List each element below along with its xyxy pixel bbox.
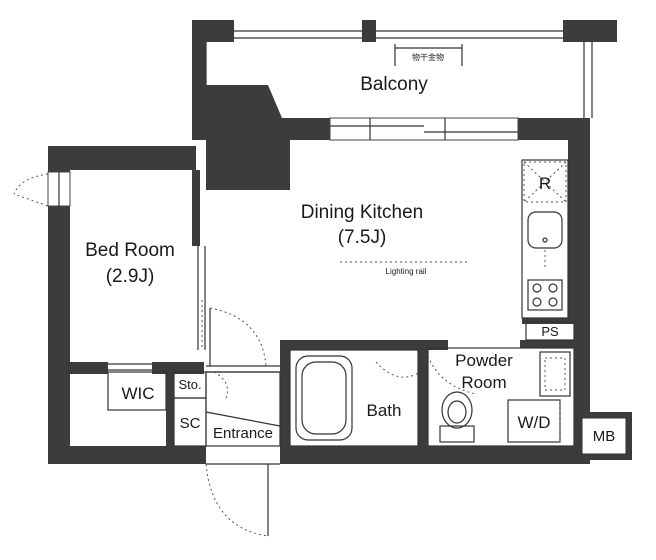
walk-in-closet: WIC xyxy=(107,363,167,411)
balcony-post-mid xyxy=(362,20,376,42)
entrance-area: Sto. SC Entrance xyxy=(173,307,281,537)
kitchen-counter: R xyxy=(521,159,569,319)
meter-box: MB xyxy=(576,412,632,460)
powder-room: Powder Room W/D xyxy=(427,347,575,447)
refrigerator xyxy=(523,161,567,203)
bath-west-wall xyxy=(280,340,290,452)
bedroom-south-wall-b xyxy=(152,362,204,374)
ps-top-wall xyxy=(522,318,576,324)
kitchen-back-wall xyxy=(568,140,576,320)
stove-icon xyxy=(527,279,563,311)
ps-label: PS xyxy=(541,324,559,339)
east-wall xyxy=(574,118,590,460)
powder-room-label-2: Room xyxy=(461,373,506,392)
refrigerator-label: R xyxy=(539,174,551,193)
bedroom-north-wall xyxy=(48,146,196,170)
balcony-sliding-window xyxy=(329,117,519,141)
bedroom-partition xyxy=(192,170,200,246)
powder-north-wall xyxy=(520,340,576,348)
pipe-space: PS xyxy=(525,321,575,341)
bed-room: Bed Room (2.9J) xyxy=(13,171,206,350)
bed-room-label: Bed Room xyxy=(85,240,175,261)
balcony-post-right xyxy=(563,20,617,42)
bathtub xyxy=(295,355,353,441)
south-wall-right xyxy=(280,446,590,464)
bathroom: Bath xyxy=(289,349,421,447)
entrance-door-swing xyxy=(205,463,269,537)
washer-dryer-label: W/D xyxy=(517,413,550,432)
bath-powder-wall xyxy=(418,340,428,452)
dining-kitchen-size: (7.5J) xyxy=(338,227,387,248)
wic-east-wall xyxy=(166,366,174,454)
toilet-icon xyxy=(439,391,475,443)
balcony-hanger-label: 物干金物 xyxy=(412,52,444,62)
lighting-rail-label: Lighting rail xyxy=(386,267,427,276)
north-wall-right xyxy=(518,118,590,140)
bed-room-size: (2.9J) xyxy=(106,266,155,287)
wic-label: WIC xyxy=(121,384,154,403)
dining-kitchen-label: Dining Kitchen xyxy=(301,202,424,223)
walls xyxy=(48,20,617,464)
shoe-closet-label: SC xyxy=(180,415,201,432)
balcony-label: Balcony xyxy=(360,74,428,95)
bedroom-south-wall-a xyxy=(48,362,108,374)
column-pillar xyxy=(192,85,290,190)
bath-label: Bath xyxy=(367,401,402,420)
wash-basin xyxy=(539,351,571,397)
west-wall xyxy=(48,146,70,464)
inner-door-swing xyxy=(209,307,267,367)
bath-door-swing xyxy=(375,361,421,378)
storage-label: Sto. xyxy=(178,377,201,392)
dining-kitchen: Dining Kitchen (7.5J) Lighting rail xyxy=(301,202,470,276)
south-wall-left xyxy=(48,446,206,464)
entrance-label: Entrance xyxy=(213,425,273,442)
bath-north-wall xyxy=(280,340,448,350)
powder-room-label-1: Powder xyxy=(455,351,513,370)
kitchen-sink xyxy=(527,211,563,249)
north-wall-left xyxy=(282,118,330,140)
mb-label: MB xyxy=(593,428,616,445)
balcony: 物干金物 Balcony xyxy=(205,30,593,118)
bedroom-window-swing xyxy=(13,173,49,207)
